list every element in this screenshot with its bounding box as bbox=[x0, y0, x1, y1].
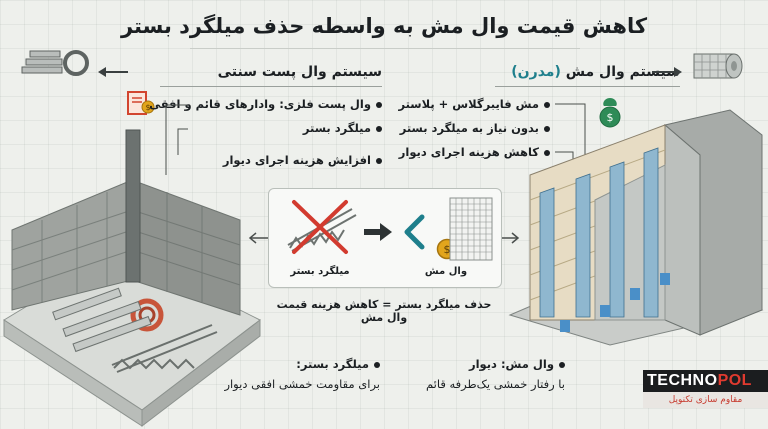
steel-profiles-icon bbox=[21, 50, 89, 76]
bullet-dot bbox=[544, 149, 550, 156]
bullet-dot bbox=[376, 101, 382, 108]
modern-heading-tag: (مدرن) bbox=[511, 64, 561, 80]
modern-heading-rule bbox=[495, 86, 680, 87]
link-arrow-left bbox=[248, 232, 268, 244]
bullet-dot bbox=[559, 361, 565, 368]
rebar-label: میلگرد بستر bbox=[290, 266, 350, 277]
list-item: افزایش هزینه اجرای دیوار bbox=[160, 148, 382, 172]
list-item: وال پست فلزی: وادارهای قائم و افقی bbox=[149, 92, 382, 116]
traditional-note-body: برای مقاومت خمشی افقی دیوار bbox=[224, 377, 380, 391]
cross-mark-icon bbox=[292, 200, 348, 254]
cost-tag-icon: $ bbox=[127, 91, 155, 115]
title-divider bbox=[190, 48, 580, 49]
bullet-dot bbox=[544, 101, 550, 108]
bullet-dot bbox=[544, 125, 550, 132]
list-item: کاهش هزینه اجرای دیوار bbox=[399, 140, 550, 164]
traditional-wall-illustration bbox=[3, 129, 261, 428]
center-caption: حذف میلگرد بستر = کاهش هزینه قیمت وال مش bbox=[276, 298, 492, 324]
traditional-heading-rule bbox=[160, 86, 382, 87]
modern-note-title: وال مش: دیوار bbox=[400, 354, 565, 374]
bullet-dot bbox=[374, 361, 380, 368]
coin-icon: $ bbox=[599, 98, 621, 128]
bullet-dot bbox=[376, 125, 382, 132]
modern-heading: سیستم وال مش (مدرن) bbox=[495, 64, 680, 80]
brand-tagline: مقاوم سازی تکنوپل bbox=[643, 392, 768, 408]
brand-name: TECHNOPOL bbox=[643, 370, 768, 392]
modern-note: وال مش: دیوار با رفتار خمشی یک‌طرفه قائم bbox=[400, 354, 565, 394]
traditional-bullet-list: وال پست فلزی: وادارهای قائم و افقی میلگر… bbox=[149, 92, 382, 172]
bullet-dot bbox=[376, 157, 382, 164]
brand-logo: TECHNOPOL مقاوم سازی تکنوپل bbox=[643, 370, 768, 410]
list-item: میلگرد بستر bbox=[160, 116, 382, 140]
list-item: مش فایبرگلاس + پلاستر bbox=[398, 92, 550, 116]
modern-note-body: با رفتار خمشی یک‌طرفه قائم bbox=[425, 377, 565, 391]
arrow-left-icon bbox=[98, 67, 128, 77]
traditional-note-title: میلگرد بستر: bbox=[180, 354, 380, 374]
svg-text:$: $ bbox=[607, 111, 614, 124]
page-title: کاهش قیمت وال مش به واسطه حذف میلگرد بست… bbox=[120, 14, 648, 38]
traditional-heading: سیستم وال پست سنتی bbox=[217, 64, 382, 80]
mesh-roll-icon bbox=[693, 53, 743, 79]
modern-bullet-list: مش فایبرگلاس + پلاستر بدون نیاز به میلگر… bbox=[398, 92, 550, 164]
modern-heading-main: سیستم وال مش bbox=[565, 64, 680, 80]
svg-text:$: $ bbox=[444, 243, 451, 256]
mesh-sheet-icon bbox=[449, 197, 493, 261]
less-than-icon bbox=[404, 214, 425, 250]
traditional-leader-lines bbox=[165, 104, 188, 175]
wall-mesh-illustration bbox=[508, 109, 764, 346]
mesh-label: وال مش bbox=[424, 266, 468, 277]
arrow-right-top-icon bbox=[652, 67, 682, 77]
list-item: بدون نیاز به میلگرد بستر bbox=[400, 116, 550, 140]
arrow-right-icon bbox=[364, 223, 392, 241]
traditional-note: میلگرد بستر: برای مقاومت خمشی افقی دیوار bbox=[180, 354, 380, 394]
link-arrow-right bbox=[500, 232, 520, 244]
svg-text:$: $ bbox=[145, 103, 150, 112]
